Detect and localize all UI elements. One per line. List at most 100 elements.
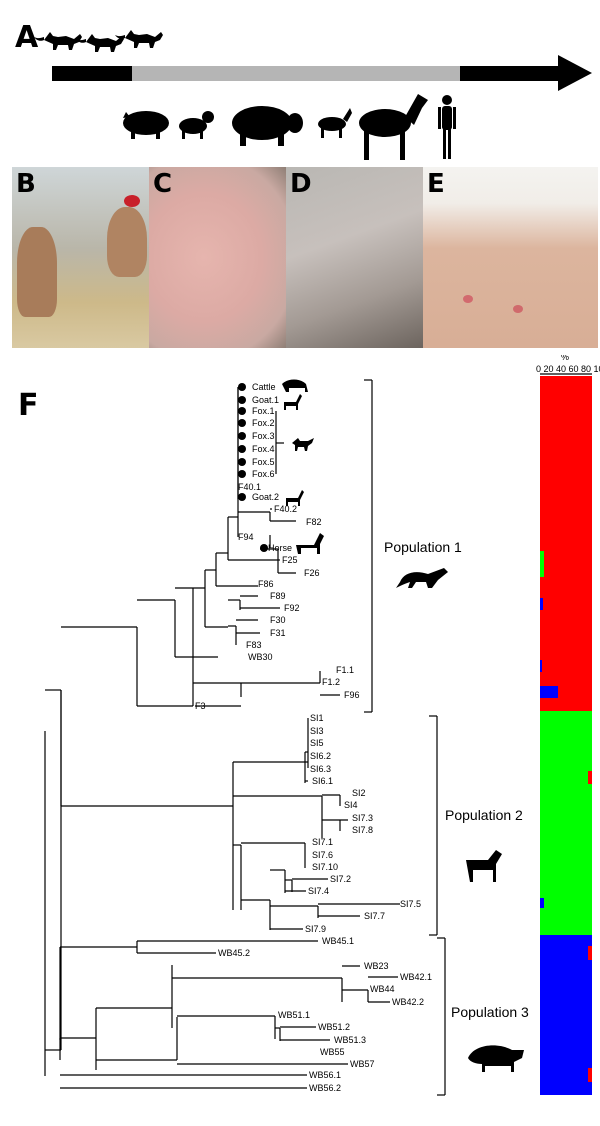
admixture-segment	[588, 1068, 592, 1082]
admixture-segment	[540, 898, 544, 908]
sample-marker	[238, 419, 246, 427]
population-label: Population 1	[384, 539, 462, 555]
leaf-label: SI6.1	[312, 776, 333, 786]
leaf-label: SI1	[310, 713, 324, 723]
leaf-label: F86	[258, 579, 274, 589]
leaf-label: WB51.2	[318, 1022, 350, 1032]
goat-icon	[284, 394, 302, 410]
leaf-label: F40.1	[238, 482, 261, 492]
sample-marker	[238, 383, 246, 391]
population-label: Population 3	[451, 1004, 529, 1020]
horse-icon	[359, 94, 428, 160]
admixture-segment	[540, 686, 558, 698]
leaf-label: SI7.1	[312, 837, 333, 847]
leaf-label: SI6.3	[310, 764, 331, 774]
leaf-label: SI7.3	[352, 813, 373, 823]
leaf-label: F82	[306, 517, 322, 527]
leaf-label: WB55	[320, 1047, 345, 1057]
panel-f-label: F	[18, 388, 39, 423]
admixture-segment	[540, 551, 544, 577]
sample-marker	[238, 445, 246, 453]
leaf-label: SI7.5	[400, 899, 421, 909]
leaf-label: WB51.3	[334, 1035, 366, 1045]
leaf-label: Goat.1	[252, 395, 279, 405]
goat-icon	[286, 490, 304, 506]
leaf-label: F26	[304, 568, 320, 578]
leaf-label: WB45.1	[322, 936, 354, 946]
timeline-segment	[460, 66, 560, 81]
leaf-label: SI7.7	[364, 911, 385, 921]
leaf-label: Fox.1	[252, 406, 275, 416]
sample-marker	[238, 396, 246, 404]
leaf-label: SI7.8	[352, 825, 373, 835]
leaf-label: Fox.6	[252, 469, 275, 479]
leaf-label: WB44	[370, 984, 395, 994]
bull-icon	[282, 379, 308, 392]
leaf-label: F92	[284, 603, 300, 613]
leaf-label: SI7.10	[312, 862, 338, 872]
leaf-label: WB56.2	[309, 1083, 341, 1093]
timeline	[34, 30, 592, 160]
panel-c-label: C	[153, 169, 173, 199]
panel-d-label: D	[290, 169, 312, 199]
phylogenetic-tree: CattleGoat.1Fox.1Fox.2Fox.3Fox.4Fox.5Fox…	[44, 355, 600, 1096]
population-label: Population 2	[445, 807, 523, 823]
panel-a-label: A	[15, 20, 39, 55]
leaf-label: SI7.4	[308, 886, 329, 896]
leaf-label: SI4	[344, 800, 358, 810]
leaf-label: F25	[282, 555, 298, 565]
leaf-label: F30	[270, 615, 286, 625]
structure-pop3	[540, 935, 592, 1095]
leaf-label: WB57	[350, 1059, 375, 1069]
sample-marker	[238, 407, 246, 415]
photo-d: D	[286, 167, 423, 348]
bull-icon	[232, 106, 303, 146]
fox-icon	[115, 30, 163, 48]
leaf-label: F1.1	[336, 665, 354, 675]
pig-icon	[123, 111, 169, 139]
leaf-label: SI7.9	[305, 924, 326, 934]
leaf-label: WB42.1	[400, 972, 432, 982]
horse-icon	[296, 533, 324, 554]
leaf-label: Fox.4	[252, 444, 275, 454]
leaf-label: SI7.6	[312, 850, 333, 860]
leaf-label: Fox.5	[252, 457, 275, 467]
admixture-segment	[588, 946, 592, 960]
panel-e-label: E	[427, 169, 445, 199]
leaf-label: F31	[270, 628, 286, 638]
sample-marker	[238, 493, 246, 501]
leaf-label: F83	[246, 640, 262, 650]
goat-icon	[318, 108, 352, 138]
photo-b: B	[12, 167, 149, 348]
admixture-segment	[540, 660, 542, 672]
leaf-label: WB42.2	[392, 997, 424, 1007]
leaf-label: SI2	[352, 788, 366, 798]
boar-icon	[468, 1045, 524, 1072]
sample-marker	[238, 458, 246, 466]
leaf-label: SI5	[310, 738, 324, 748]
photo-e: E	[423, 167, 598, 348]
leaf-label: F96	[344, 690, 360, 700]
goat-icon	[466, 850, 502, 882]
photo-c: C	[149, 167, 286, 348]
hen-image	[17, 227, 57, 317]
percent-ticks: 0 20 40 60 80 100	[536, 364, 600, 374]
fox-icon	[292, 438, 314, 451]
sample-marker	[260, 544, 268, 552]
sample-marker	[238, 432, 246, 440]
structure-pop1	[540, 376, 592, 711]
sample-marker	[238, 470, 246, 478]
timeline-segment	[132, 66, 460, 81]
leaf-label: WB51.1	[278, 1010, 310, 1020]
leaf-label: SI6.2	[310, 751, 331, 761]
leaf-label: F89	[270, 591, 286, 601]
admixture-segment	[540, 598, 543, 610]
leaf-label: WB45.2	[218, 948, 250, 958]
leaf-label: Fox.3	[252, 431, 275, 441]
leaf-label: SI3	[310, 726, 324, 736]
leaf-label: F1.2	[322, 677, 340, 687]
leaf-label: WB23	[364, 961, 389, 971]
leaf-label: Cattle	[252, 382, 276, 392]
admixture-segment	[588, 771, 592, 784]
arrow-head	[558, 55, 592, 91]
